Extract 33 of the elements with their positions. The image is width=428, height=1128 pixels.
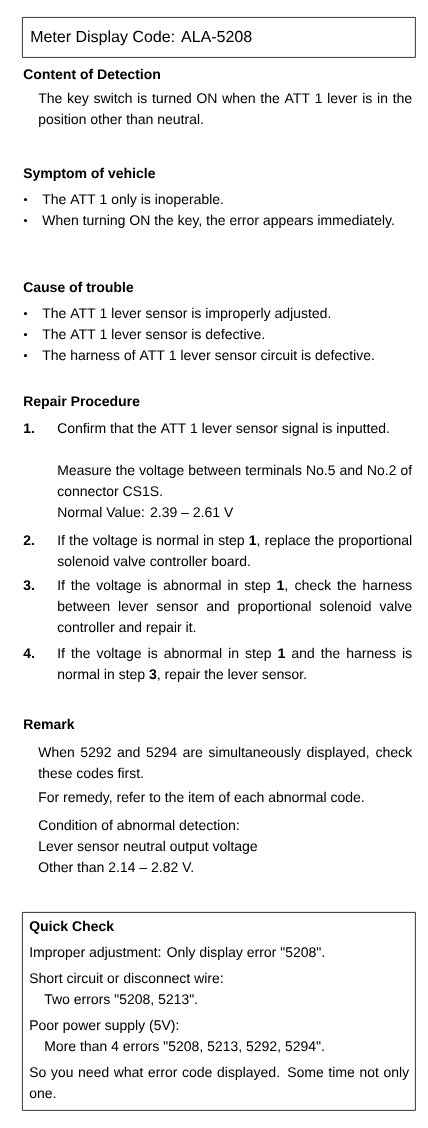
box-text: So you need what error code displayed. Some time not only one.: [29, 1066, 410, 1099]
section-heading: Repair Procedure: [24, 395, 140, 409]
paragraph: If the voltage is normal in step 1, replace the proportional solenoid valve controller board.: [57, 534, 412, 567]
box-text: Poor power supply (5V):: [30, 1019, 179, 1033]
paragraph: When 5292 and 5294 are simultaneously displayed, check these codes first.: [38, 746, 413, 779]
box-heading: Quick Check: [29, 920, 114, 934]
section-heading: Remark: [24, 718, 75, 730]
section-heading: Symptom of vehicle: [23, 167, 155, 181]
box-text: Two errors "5208, 5213".: [44, 994, 197, 1006]
paragraph: If the voltage is abnormal in step 1, check the harness between lever sensor and proportional solenoid valve controller and repair it.: [57, 579, 412, 635]
paragraph: Confirm that the ATT 1 lever sensor signal is inputted.: [57, 422, 389, 436]
paragraph: Other than 2.14 – 2.82 V.: [38, 861, 193, 873]
step-number: 1.: [24, 423, 34, 433]
list-item: The harness of ATT 1 lever sensor circuit is defective.: [42, 349, 374, 361]
paragraph: If the voltage is abnormal in step 1 and the harness is normal in step 3, repair the lever sensor.: [58, 647, 412, 682]
paragraph: The key switch is turned ON when the ATT 1 lever is in the position other than neutral.: [38, 92, 412, 127]
step-number: 2.: [23, 535, 34, 545]
paragraph: For remedy, refer to the item of each abnormal code.: [39, 791, 364, 805]
list-item: The ATT 1 lever sensor is improperly adjusted.: [42, 307, 331, 321]
paragraph: Measure the voltage between terminals No.5 and No.2 of connector CS1S.: [57, 464, 413, 497]
box-text: Improper adjustment: Only display error "5208".: [30, 946, 324, 960]
paragraph: Lever sensor neutral output voltage: [39, 840, 257, 854]
paragraph: Normal Value: 2.39 – 2.61 V: [58, 506, 234, 518]
box-heading: Meter Display Code: ALA-5208: [31, 30, 252, 46]
list-item: The ATT 1 only is inoperable.: [42, 193, 223, 207]
paragraph: Condition of abnormal detection:: [38, 819, 239, 831]
box-text: Short circuit or disconnect wire:: [29, 972, 223, 984]
box-text: More than 4 errors "5208, 5213, 5292, 5294".: [45, 1040, 324, 1053]
step-number: 4.: [23, 648, 34, 658]
list-item: The ATT 1 lever sensor is defective.: [42, 328, 264, 340]
step-number: 3.: [23, 580, 34, 591]
section-heading: Cause of trouble: [23, 281, 134, 293]
list-item: When turning ON the key, the error appears immediately.: [42, 214, 394, 228]
